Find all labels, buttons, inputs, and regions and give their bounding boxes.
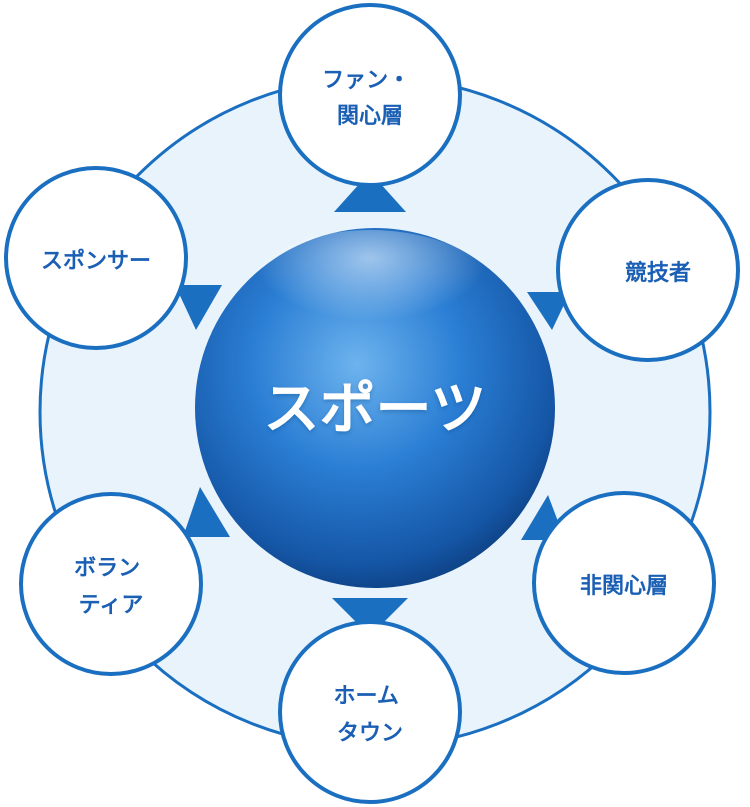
node-non-interest: 非関心層 — [532, 491, 716, 675]
node-hometown: ホーム タウン — [278, 620, 462, 804]
node-fan: ファン・ 関心層 — [278, 3, 462, 187]
center-label: スポーツ — [264, 377, 487, 442]
arrow-from-athlete — [527, 292, 570, 330]
node-volunteer-line-2: ティア — [79, 593, 144, 618]
arrows — [175, 172, 570, 636]
svg-text:ホーム タウン: ホーム タウン — [333, 684, 406, 746]
svg-text:ファン・ 関心層: ファン・ 関心層 — [322, 68, 418, 129]
node-volunteer-line-1: ボラン — [74, 556, 140, 581]
node-athlete-label: 競技者 — [625, 260, 691, 286]
node-hometown-line-1: ホーム — [333, 684, 398, 709]
node-fan-line-1: ファン・ — [322, 68, 410, 93]
arrow-from-hometown — [332, 598, 408, 636]
node-volunteer: ボラン ティア — [19, 492, 203, 676]
node-fan-line-2: 関心層 — [337, 104, 403, 129]
node-athlete: 競技者 — [556, 178, 740, 362]
node-non-interest-label: 非関心層 — [580, 574, 668, 599]
node-sponsor-label: スポンサー — [41, 248, 151, 274]
center-sphere: スポーツ — [195, 228, 555, 588]
svg-text:ボラン ティア: ボラン ティア — [74, 556, 148, 618]
arrow-from-volunteer — [183, 487, 230, 537]
arrow-from-fan — [334, 172, 406, 212]
node-hometown-line-2: タウン — [337, 721, 403, 746]
arrow-from-sponsor — [175, 285, 222, 330]
node-sponsor: スポンサー — [4, 166, 188, 350]
